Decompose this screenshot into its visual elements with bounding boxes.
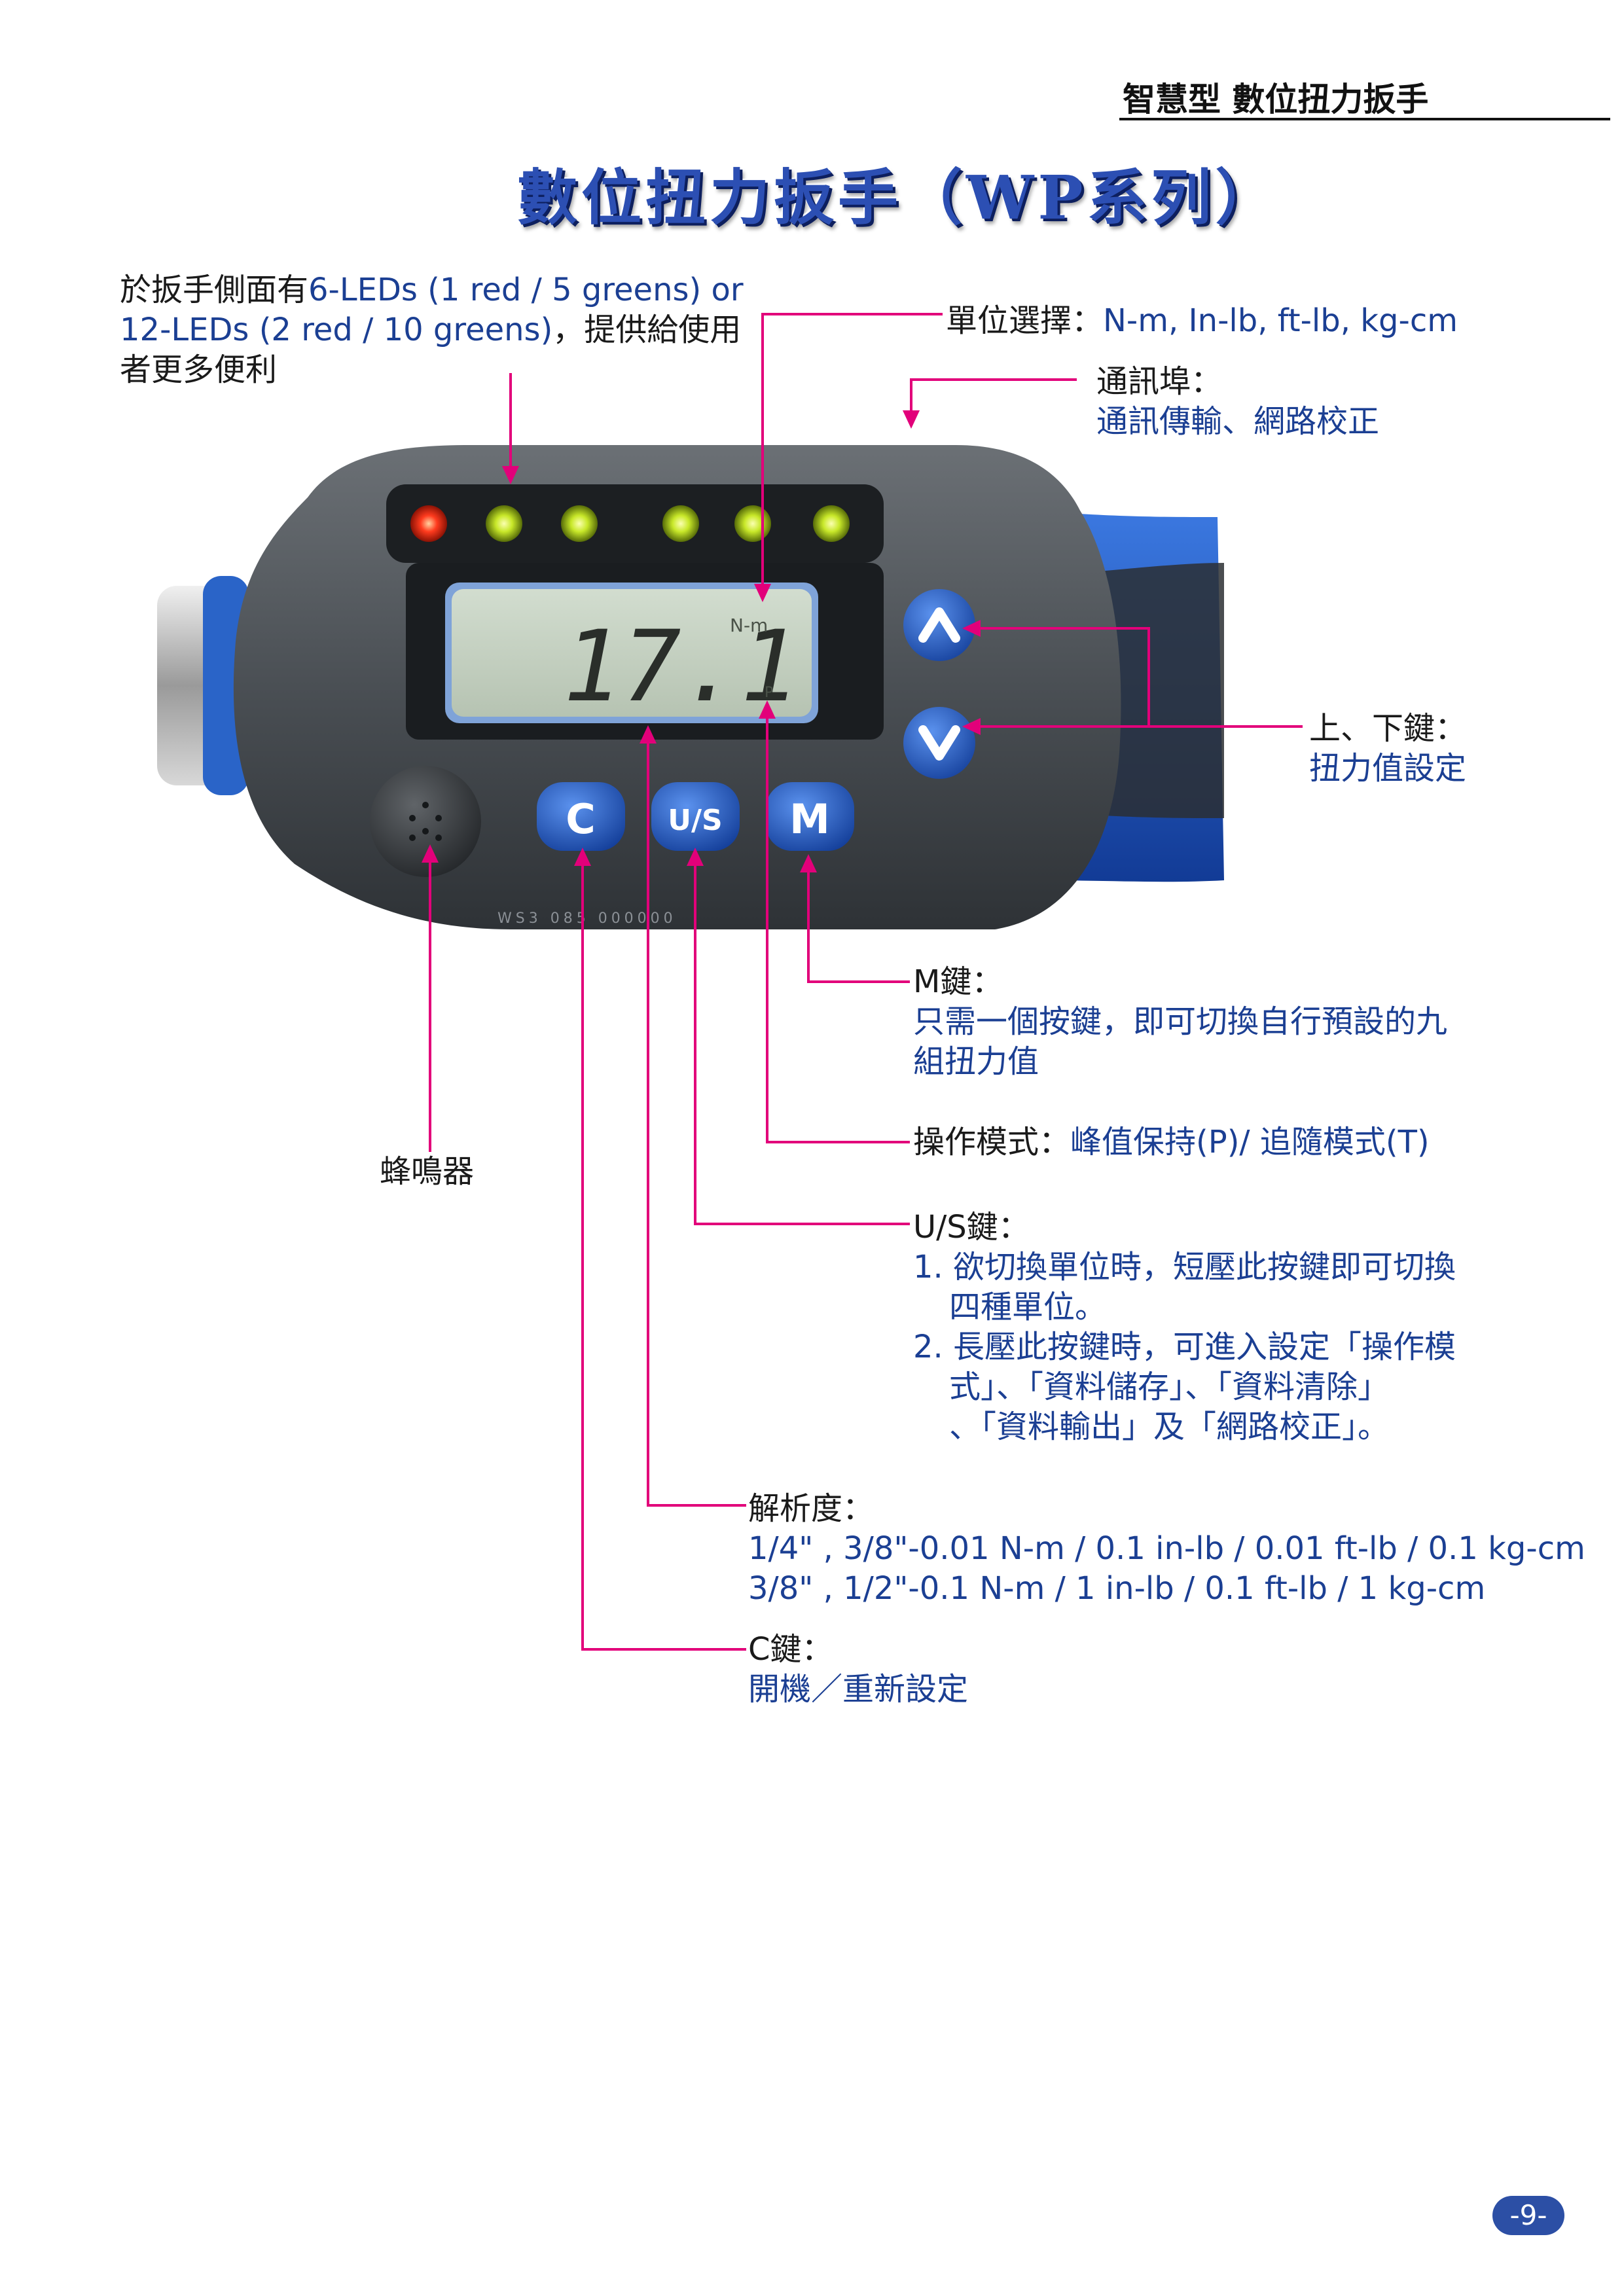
us-key-desc5: 、「資料輸出」及「網路校正」。 bbox=[949, 1408, 1390, 1445]
led-callout-line2: 12-LEDs (2 red / 10 greens)，提供給使用 bbox=[120, 312, 742, 348]
callout-lines bbox=[429, 313, 1303, 1651]
svg-text:M: M bbox=[789, 795, 830, 843]
m-button bbox=[766, 782, 854, 851]
c-key-label: C鍵： bbox=[748, 1631, 833, 1668]
led-green-1 bbox=[486, 505, 522, 542]
updown-desc: 扭力值設定 bbox=[1309, 750, 1467, 787]
updown-label: 上、下鍵： bbox=[1309, 710, 1467, 747]
lcd-mode: P bbox=[765, 685, 773, 701]
lcd-unit: N-m bbox=[730, 615, 768, 636]
m-key-label: M鍵： bbox=[913, 963, 1003, 1000]
comm-port-desc: 通訊傳輸、網路校正 bbox=[1096, 403, 1380, 440]
header-rule bbox=[1119, 118, 1610, 120]
svg-text:C: C bbox=[566, 795, 596, 843]
us-key-desc3: 2. 長壓此按鍵時，可進入設定「操作模 bbox=[913, 1329, 1456, 1365]
up-button bbox=[903, 589, 975, 661]
us-key-desc2: 四種單位。 bbox=[949, 1289, 1107, 1325]
m-key-desc1: 只需一個按鍵，即可切換自行預設的九 bbox=[913, 1003, 1448, 1040]
led-callout-line3: 者更多便利 bbox=[120, 351, 278, 388]
led-green-5 bbox=[813, 505, 850, 542]
us-key-desc1: 1. 欲切換單位時，短壓此按鍵即可切換 bbox=[913, 1249, 1456, 1285]
buzzer-label: 蜂鳴器 bbox=[380, 1153, 475, 1190]
c-button bbox=[537, 782, 625, 851]
led-green-2 bbox=[561, 505, 598, 542]
resolution-row2: 3/8" , 1/2"-0.1 N-m / 1 in-lb / 0.1 ft-l… bbox=[748, 1570, 1486, 1607]
unit-select-callout: 單位選擇：N-m, In-lb, ft-lb, kg-cm bbox=[946, 302, 1458, 339]
page-number: -9- bbox=[1492, 2196, 1564, 2235]
resolution-label: 解析度： bbox=[748, 1490, 875, 1527]
mode-callout: 操作模式：峰值保持(P)/ 追隨模式(T) bbox=[913, 1124, 1430, 1160]
us-key-desc4: 式」、「資料儲存」、「資料清除」 bbox=[949, 1369, 1390, 1405]
buzzer bbox=[370, 766, 481, 877]
svg-text:U/S: U/S bbox=[668, 804, 723, 837]
header-text: 智慧型 數位扭力扳手 bbox=[1123, 81, 1429, 118]
led-red-1 bbox=[410, 505, 447, 542]
callout-arrowheads bbox=[422, 410, 981, 872]
c-key-desc: 開機／重新設定 bbox=[748, 1671, 969, 1708]
lcd-value: 17.1 bbox=[563, 610, 799, 724]
down-button bbox=[903, 707, 975, 779]
model-print: WS3 085 000000 bbox=[497, 910, 677, 927]
us-key-label: U/S鍵： bbox=[913, 1209, 1030, 1246]
us-button bbox=[651, 782, 740, 851]
m-key-desc2: 組扭力值 bbox=[913, 1043, 1039, 1080]
resolution-row1: 1/4" , 3/8"-0.01 N-m / 0.1 in-lb / 0.01 … bbox=[748, 1530, 1585, 1567]
page-title: 數位扭力扳手（WP系列） bbox=[517, 162, 1280, 233]
lcd-screen bbox=[452, 589, 812, 717]
led-green-4 bbox=[734, 505, 771, 542]
led-green-3 bbox=[662, 505, 699, 542]
led-callout-line1: 於扳手側面有6-LEDs (1 red / 5 greens) or bbox=[120, 272, 744, 308]
comm-port-label: 通訊埠： bbox=[1096, 363, 1223, 400]
